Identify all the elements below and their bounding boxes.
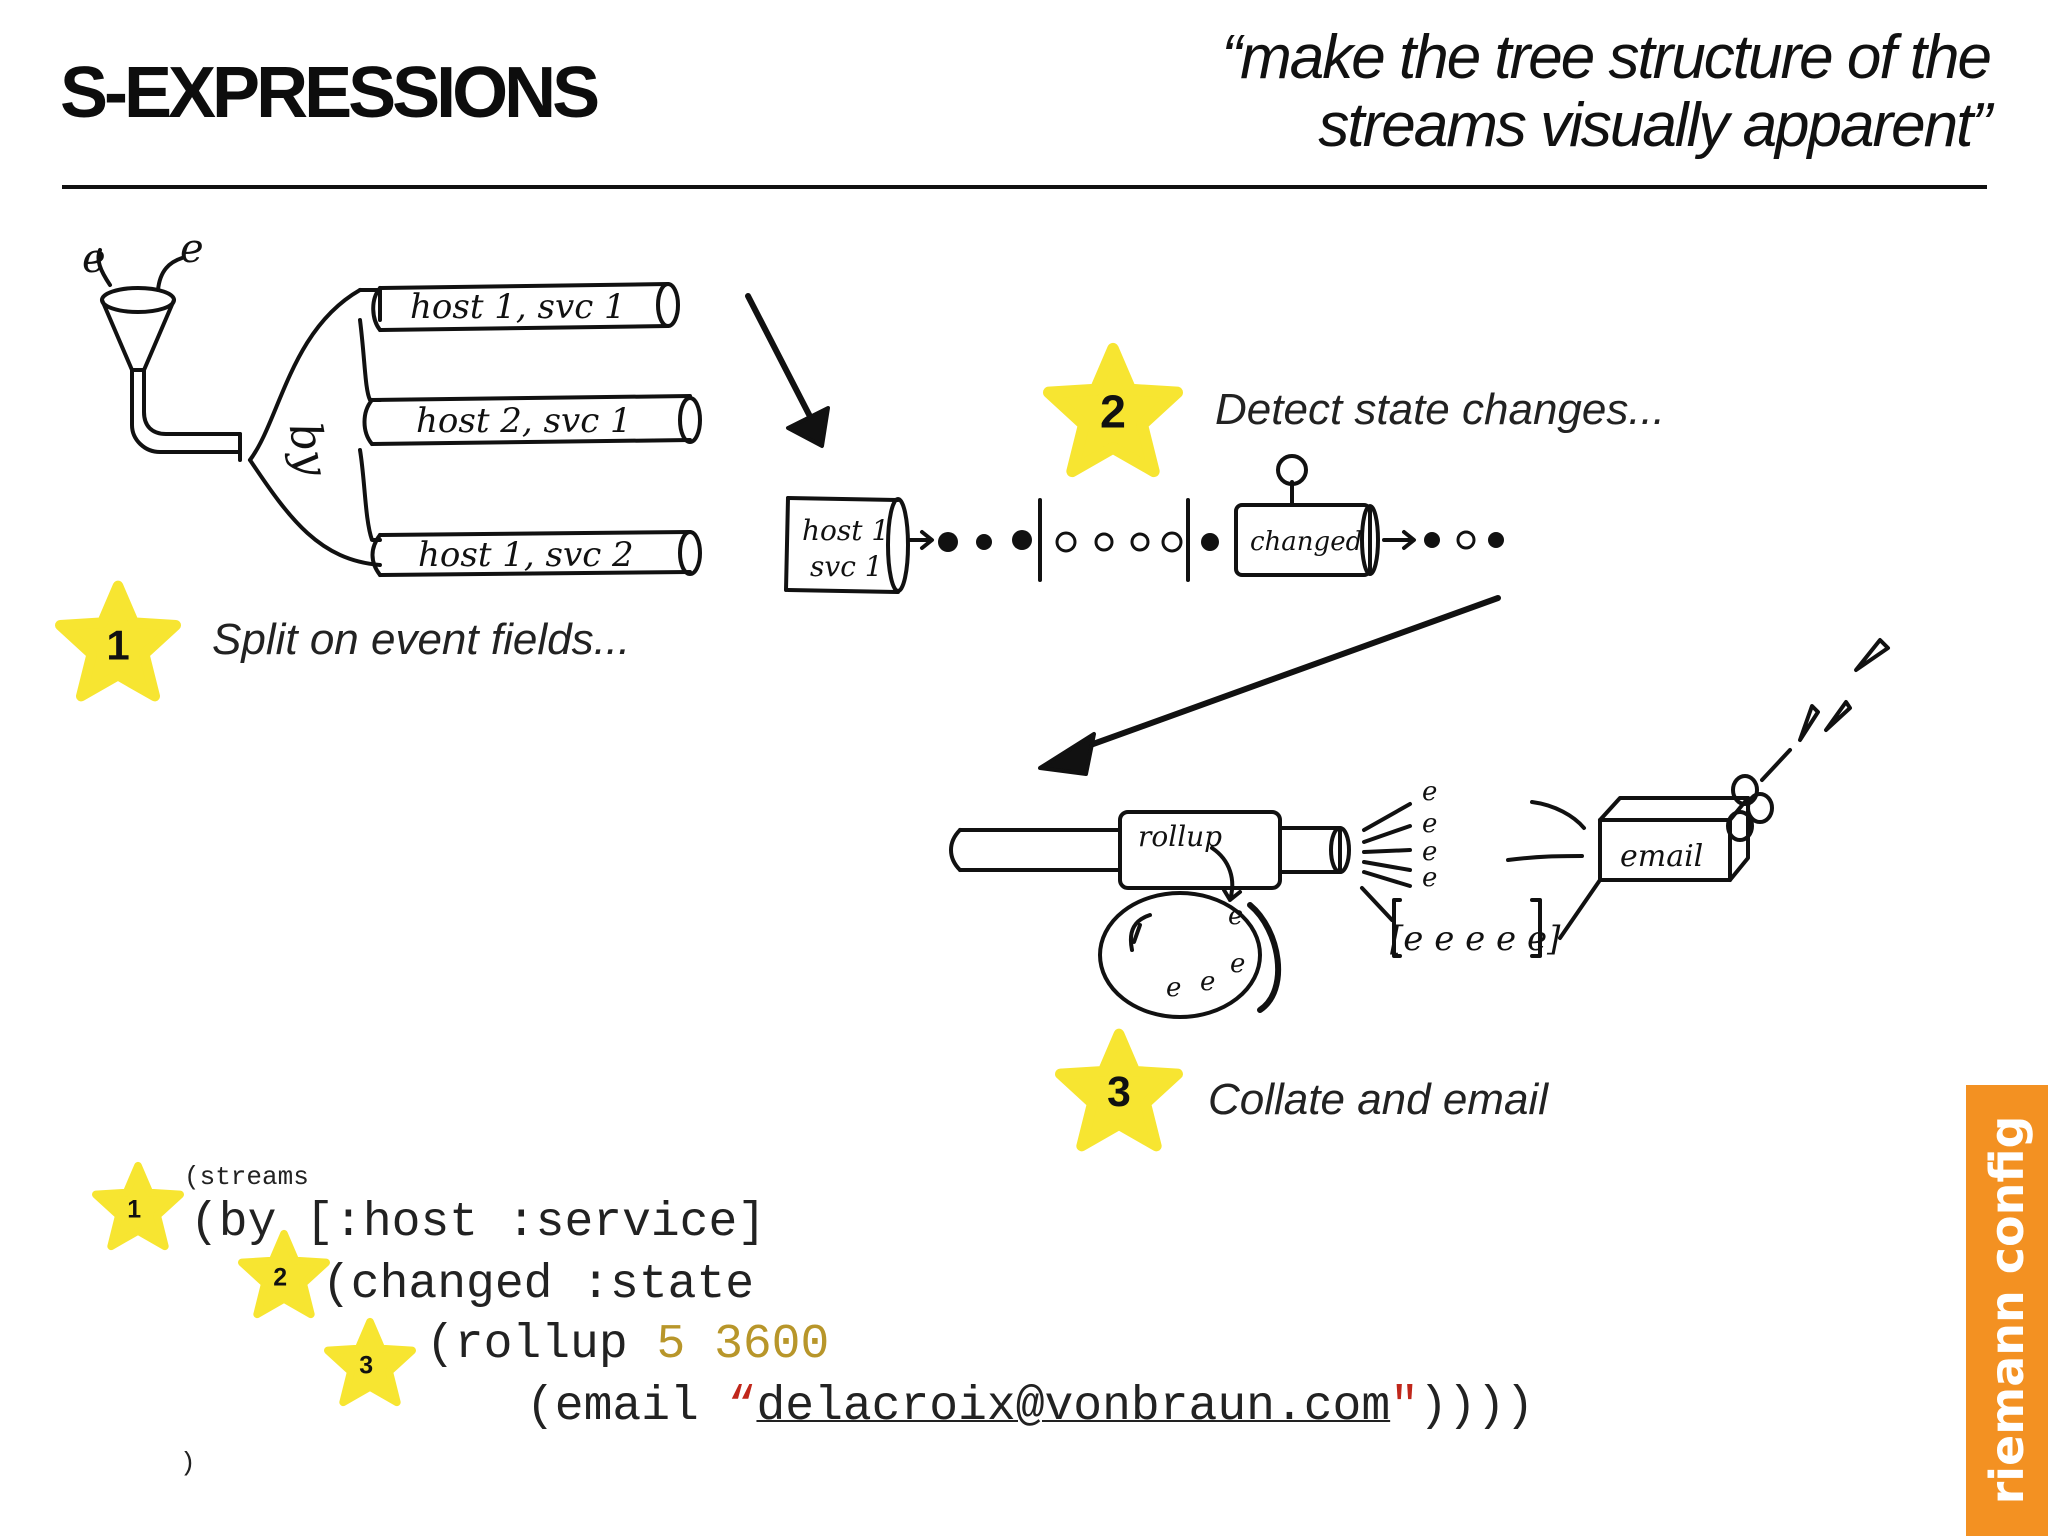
rollup-label: rollup <box>1138 820 1222 853</box>
pipe-1-label: host 1, svc 1 <box>410 287 626 327</box>
quote-line-2: streams visually apparent” <box>1318 91 1992 160</box>
code-star-2-number: 2 <box>273 1264 287 1292</box>
code-line-rollup: (rollup 5 3600 <box>426 1318 829 1372</box>
by-label: by <box>279 419 339 481</box>
rollup-call: (rollup <box>426 1318 657 1372</box>
stream-svc-label: svc 1 <box>810 550 883 583</box>
slide-title: S-EXPRESSIONS <box>60 53 600 133</box>
step-3-star-icon: 3 <box>1055 1028 1183 1152</box>
changed-label: changed <box>1250 527 1362 557</box>
step-1-number: 1 <box>106 621 129 668</box>
email-quote-open: “ <box>727 1380 757 1434</box>
email-address-link[interactable]: delacroix@vonbraun.com <box>756 1380 1391 1434</box>
email-closing-parens: )))) <box>1418 1380 1535 1434</box>
quote-line-1: “make the tree structure of the <box>1221 23 1993 92</box>
wheel-event-2: e <box>1230 949 1245 979</box>
header-divider <box>62 185 1987 189</box>
out-event-3: e <box>1422 837 1437 867</box>
wheel-event-3: e <box>1200 967 1215 997</box>
event-label-1: e <box>82 236 106 282</box>
email-label: email <box>1620 839 1703 874</box>
rollup-interval: 3600 <box>714 1318 830 1372</box>
code-line-email: (email “delacroix@vonbraun.com")))) <box>526 1380 1534 1434</box>
wheel-event-1: e <box>1228 901 1243 931</box>
batch-label: [e e e e e] <box>1390 919 1561 959</box>
stream-pipe <box>784 496 934 594</box>
rollup-count: 5 <box>656 1318 686 1372</box>
event-label-2: e <box>180 226 204 272</box>
code-star-1-icon: 1 <box>92 1161 185 1251</box>
code-line-changed: (changed :state <box>322 1258 755 1312</box>
stream-host-label: host 1 <box>802 514 889 547</box>
step-1-star-icon: 1 <box>55 580 181 702</box>
email-box-icon <box>1598 638 1890 882</box>
code-star-1-number: 1 <box>127 1196 141 1224</box>
email-call: (email <box>526 1380 728 1434</box>
riemann-config-badge: riemann config <box>1966 1085 2048 1536</box>
pipe-2-label: host 2, svc 1 <box>416 401 632 441</box>
code-star-2-icon: 2 <box>238 1229 330 1319</box>
out-event-2: e <box>1422 809 1437 839</box>
pipe-host2-svc1 <box>362 394 702 446</box>
funnel-icon <box>96 248 242 454</box>
step-2-caption: Detect state changes... <box>1215 385 1666 434</box>
code-line-by: (by [:host :service] <box>190 1196 767 1250</box>
step-2-star-icon: 2 <box>1043 342 1183 478</box>
pipe-3-label: host 1, svc 2 <box>418 535 634 575</box>
step-2-number: 2 <box>1100 386 1126 438</box>
code-line-streams: (streams <box>184 1162 309 1192</box>
pipe-host1-svc2 <box>370 530 702 577</box>
wheel-event-4: e <box>1166 973 1181 1003</box>
rollup-machine <box>949 800 1602 1019</box>
email-quote-close: " <box>1390 1380 1419 1434</box>
code-star-3-icon: 3 <box>324 1317 416 1407</box>
code-star-3-number: 3 <box>359 1352 373 1380</box>
step-3-number: 3 <box>1107 1068 1131 1116</box>
out-event-1: e <box>1422 777 1437 807</box>
out-event-4: e <box>1422 863 1437 893</box>
step-3-caption: Collate and email <box>1208 1075 1548 1124</box>
step-1-caption: Split on event fields... <box>212 615 631 664</box>
code-line-close: ) <box>180 1448 196 1478</box>
changed-detector <box>1234 454 1416 577</box>
pipe-host1-svc1 <box>371 282 680 332</box>
riemann-config-label: riemann config <box>1980 1115 2034 1505</box>
slide-quote: “make the tree structure of the streams … <box>1090 23 1993 160</box>
